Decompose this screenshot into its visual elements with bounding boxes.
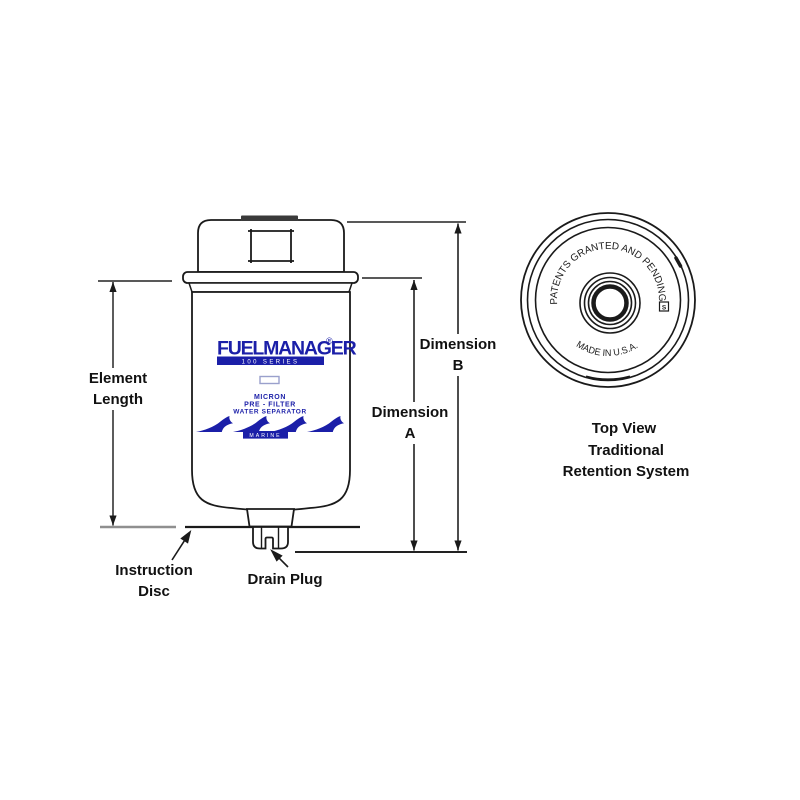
hub-ring-2 — [583, 276, 637, 330]
series-bar — [217, 356, 324, 365]
dimension-b-label: Dimension B — [418, 334, 498, 376]
product-label: FUELMANAGER ® 100 SERIES MICRON PRE - FI… — [196, 336, 358, 439]
series-label: 100 SERIES — [242, 359, 300, 365]
filter-flange — [182, 271, 359, 284]
instruction-disc-leader — [171, 539, 186, 561]
retention-system-caption: Traditional Retention System — [562, 442, 690, 480]
drain-plug-leader — [278, 557, 289, 568]
filter-cap-shape — [197, 219, 345, 273]
dimension-a-label: Dimension A — [366, 402, 454, 444]
marine-bar — [243, 431, 288, 439]
label-line-prefilter: PRE - FILTER — [244, 402, 296, 409]
cap-top-tab — [241, 215, 298, 221]
rim-notch-mark — [674, 256, 683, 268]
cap-port — [248, 229, 294, 263]
instruction-disc-label: Instruction Disc — [115, 562, 193, 600]
label-line-water-separator: WATER SEPARATOR — [233, 409, 307, 416]
dimension-arrowheads — [109, 223, 462, 551]
filter-side-view — [182, 215, 360, 550]
filter-ridge — [187, 282, 354, 293]
hub-bore — [591, 284, 629, 322]
brand-wordmark: FUELMANAGER — [217, 338, 357, 360]
made-in-usa-textpath: MADE IN U.S.A. — [574, 339, 640, 359]
hub-ring-3 — [587, 280, 633, 326]
element-length-label: Element Length — [70, 368, 166, 410]
top-view-outer-ring — [520, 212, 696, 388]
drain-plug-shape — [252, 526, 289, 550]
stanadyne-badge — [658, 301, 670, 312]
top-view-inner-ring — [534, 226, 682, 374]
drain-plug-label: Drain Plug — [247, 571, 323, 588]
marine-label: MARINE — [249, 433, 281, 439]
leader-arrows — [171, 529, 289, 568]
top-view-drawing — [520, 212, 696, 388]
bottom-chamfer-mark — [585, 375, 631, 381]
drain-plug-facets — [260, 527, 280, 549]
made-in-usa-arc-text: MADE IN U.S.A. — [574, 339, 640, 359]
label-window — [259, 375, 280, 385]
registered-mark: ® — [326, 336, 333, 346]
label-line-micron: MICRON — [254, 394, 286, 401]
top-view-caption: Top View — [591, 420, 657, 437]
stanadyne-badge-letter: S — [662, 304, 667, 311]
hub-ring-1 — [579, 272, 641, 334]
filter-neck — [245, 508, 296, 528]
